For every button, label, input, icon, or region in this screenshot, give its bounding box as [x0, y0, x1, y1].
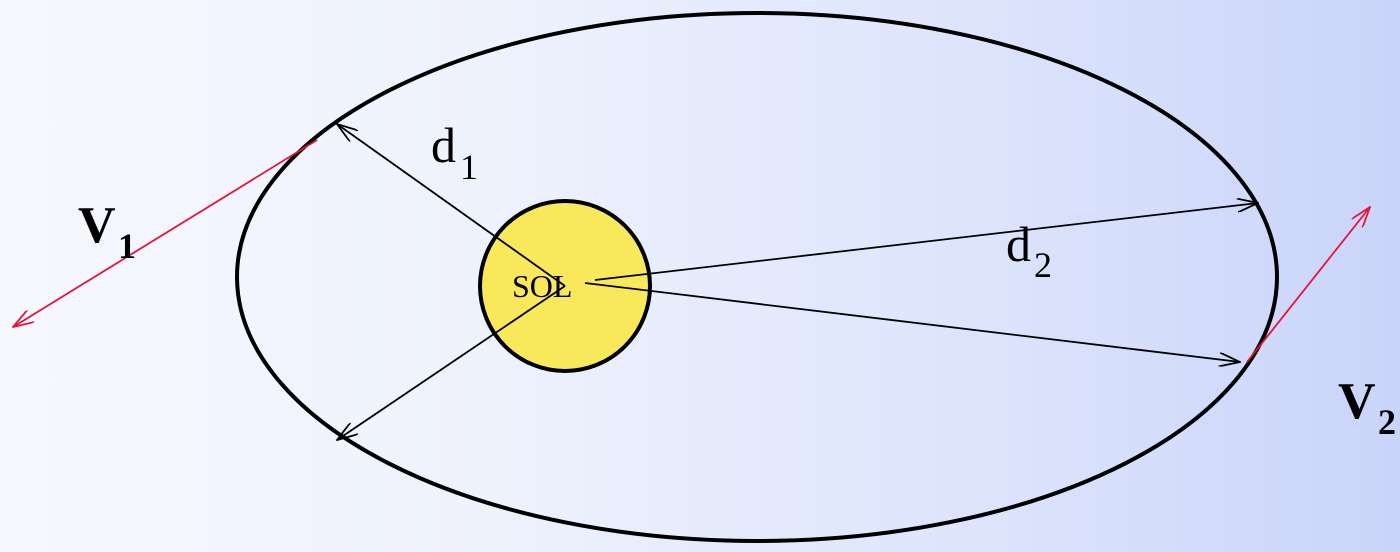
svg-text:2: 2	[1034, 245, 1052, 285]
distance-1-arrow	[337, 124, 566, 287]
velocity-1-label: V 1	[78, 197, 136, 266]
svg-text:1: 1	[118, 226, 136, 266]
velocity-2-label: V 2	[1338, 373, 1396, 442]
distance-2-label: d 2	[1006, 216, 1052, 285]
svg-text:V: V	[1338, 373, 1376, 430]
lower-left-radius-arrow	[337, 285, 566, 440]
svg-text:d: d	[1006, 216, 1031, 272]
lower-right-radius-arrow	[584, 282, 1240, 362]
svg-text:2: 2	[1378, 402, 1396, 442]
svg-text:d: d	[431, 117, 456, 173]
svg-text:V: V	[78, 197, 116, 254]
velocity-2-vector	[1246, 207, 1370, 363]
distance-2-arrow	[594, 203, 1258, 281]
sun-label: SOL	[512, 268, 572, 304]
svg-text:1: 1	[460, 147, 478, 187]
elliptical-orbit	[235, 11, 1279, 543]
distance-1-label: d 1	[431, 117, 478, 187]
velocity-1-vector	[13, 139, 318, 327]
